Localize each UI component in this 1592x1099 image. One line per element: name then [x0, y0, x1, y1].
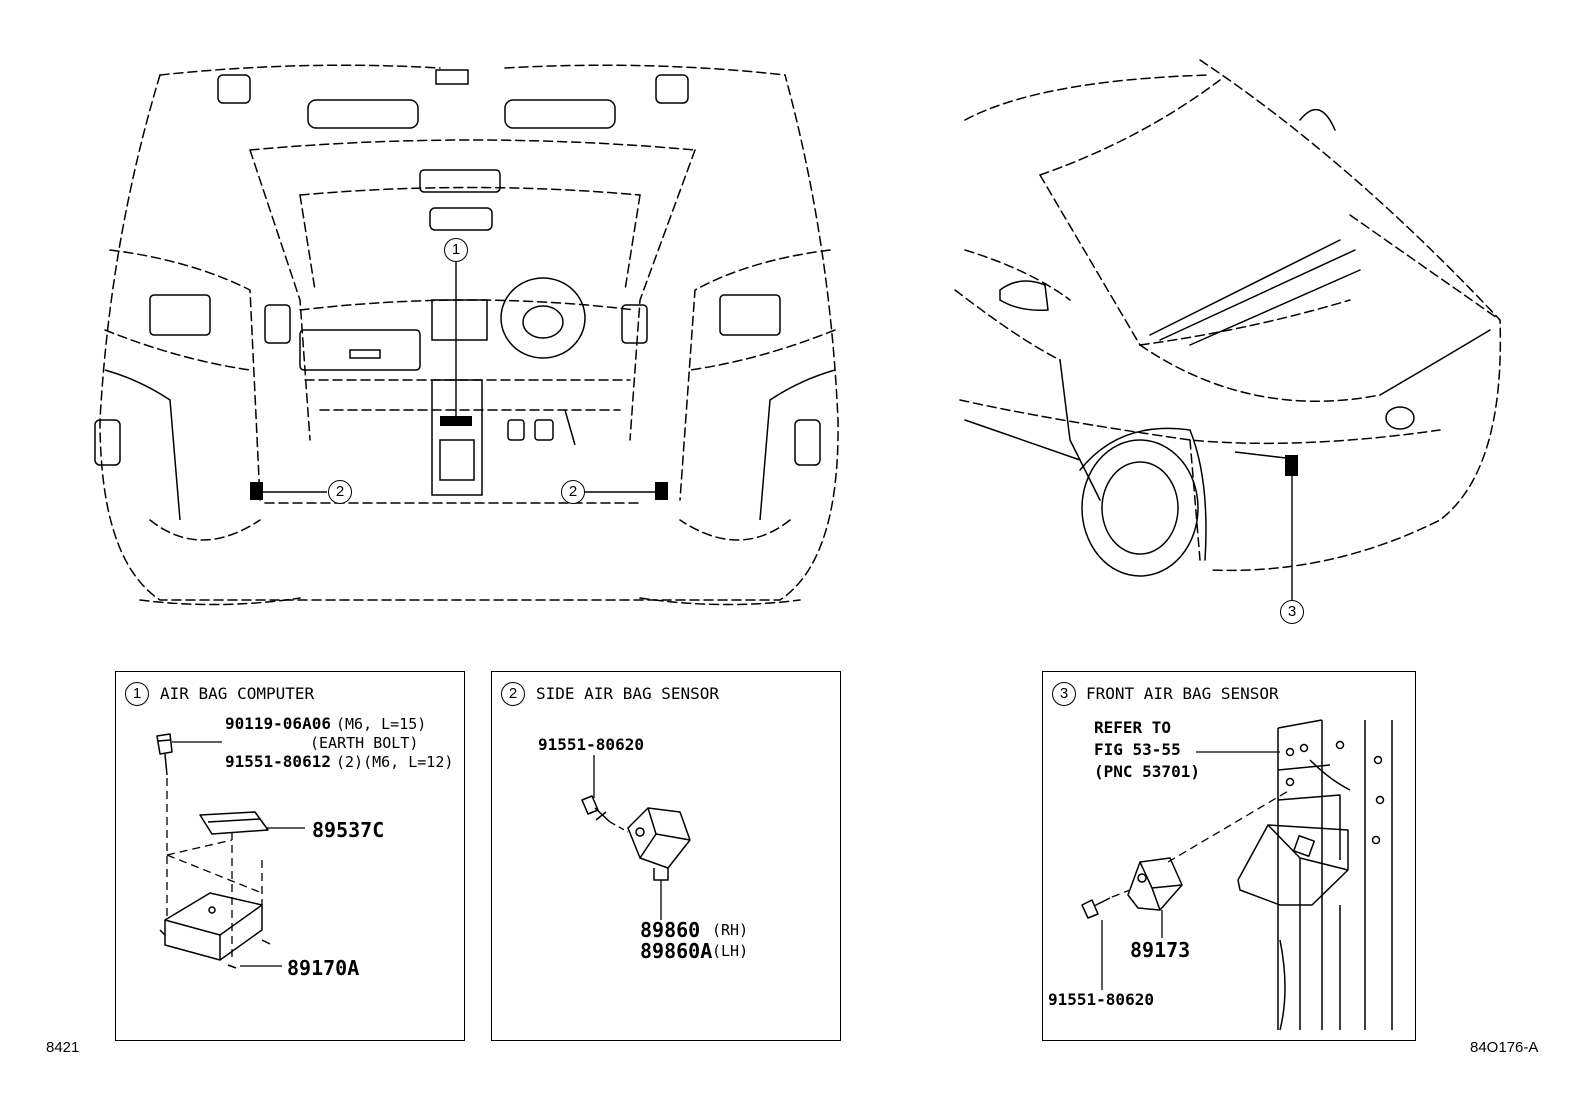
panel2-lh: (LH) — [712, 942, 749, 960]
front-sensor-marker — [1285, 455, 1298, 476]
panel1-bolt-note: (EARTH BOLT) — [310, 734, 419, 752]
panel3-refer-1: REFER TO — [1094, 718, 1172, 737]
panel2-title: SIDE AIR BAG SENSOR — [536, 684, 720, 703]
panel3-sensor-part: 89173 — [1130, 938, 1191, 962]
panel3-callout: 3 — [1052, 682, 1076, 706]
panel1-title: AIR BAG COMPUTER — [160, 684, 315, 703]
right-side-sensor-marker — [655, 482, 668, 500]
panel2-callout: 2 — [501, 682, 525, 706]
panel-side-air-bag-sensor — [491, 671, 841, 1041]
panel3-title: FRONT AIR BAG SENSOR — [1086, 684, 1279, 703]
panel2-sensor-lh: 89860A — [640, 939, 713, 963]
panel3-refer-2: FIG 53-55 — [1094, 740, 1181, 759]
panel-front-air-bag-sensor — [1042, 671, 1416, 1041]
panel3-bolt-part: 91551-80620 — [1048, 990, 1154, 1009]
panel2-bolt-part: 91551-80620 — [538, 735, 644, 754]
corner-code-left: 8421 — [46, 1039, 80, 1056]
center-sensor-marker — [440, 416, 472, 426]
panel2-sensor-rh: 89860 — [640, 918, 701, 942]
callout-2-interior-right: 2 — [561, 480, 585, 504]
callout-2-interior-left: 2 — [328, 480, 352, 504]
panel1-computer-part: 89170A — [287, 956, 360, 980]
panel1-bolt2-part: 91551-80612 — [225, 752, 331, 771]
front-sensor-icon — [1127, 857, 1183, 911]
corner-code-right: 84O176-A — [1470, 1039, 1539, 1056]
panel1-bolt-spec: (M6, L=15) — [336, 715, 427, 733]
panel1-bolt2-spec: (2)(M6, L=12) — [336, 753, 454, 771]
left-side-sensor-marker — [250, 482, 263, 500]
panel2-rh: (RH) — [712, 921, 749, 939]
callout-3-front: 3 — [1280, 600, 1304, 624]
panel3-refer-3: (PNC 53701) — [1094, 762, 1200, 781]
callout-1-interior: 1 — [444, 238, 468, 262]
front-sensor-bolt-icon — [1081, 899, 1099, 919]
panel1-callout: 1 — [125, 682, 149, 706]
panel1-label-part: 89537C — [312, 818, 385, 842]
label-sticker-icon — [199, 811, 269, 835]
earth-bolt-icon — [156, 733, 173, 755]
panel1-bolt-part: 90119-06A06 — [225, 714, 331, 733]
air-bag-computer-icon — [164, 892, 263, 961]
panel-air-bag-computer — [115, 671, 465, 1041]
